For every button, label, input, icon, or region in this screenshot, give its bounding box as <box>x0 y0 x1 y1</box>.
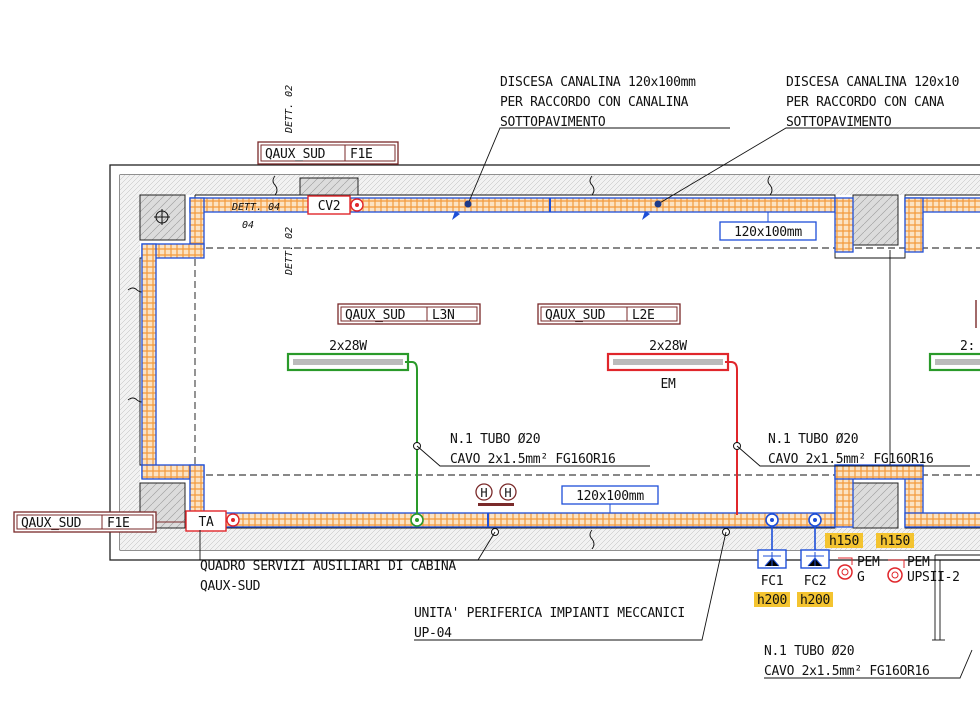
svg-text:UP-04: UP-04 <box>414 626 452 641</box>
tray-size-top: 120x100mm <box>719 212 817 241</box>
svg-text:h150: h150 <box>880 534 910 549</box>
svg-text:N.1 TUBO Ø20: N.1 TUBO Ø20 <box>768 432 858 447</box>
external-structure <box>932 554 980 641</box>
svg-text:UPSII-2: UPSII-2 <box>907 570 960 585</box>
svg-text:CAVO 2x1.5mm² FG16OR16: CAVO 2x1.5mm² FG16OR16 <box>450 452 616 467</box>
circuit-tag-left: QAUX_SUD F1E <box>13 511 186 533</box>
tube-note-1: N.1 TUBO Ø20 CAVO 2x1.5mm² FG16OR16 <box>416 432 650 467</box>
svg-text:H: H <box>480 486 487 500</box>
svg-text:QUADRO SERVIZI AUSILIARI DI CA: QUADRO SERVIZI AUSILIARI DI CABINA <box>200 559 456 574</box>
svg-text:H: H <box>504 486 511 500</box>
svg-text:N.1 TUBO Ø20: N.1 TUBO Ø20 <box>450 432 540 447</box>
circuit-tag-top: QAUX_SUD F1E <box>257 141 399 165</box>
detail-ref-02-mid: DETT. 02 <box>284 227 295 276</box>
tube-note-2: N.1 TUBO Ø20 CAVO 2x1.5mm² FG16OR16 <box>736 432 970 467</box>
svg-text:L2E: L2E <box>632 308 655 323</box>
svg-text:DISCESA CANALINA 120x10: DISCESA CANALINA 120x10 <box>786 75 959 90</box>
svg-text:F1E: F1E <box>350 147 373 162</box>
svg-text:PEM: PEM <box>857 555 880 570</box>
cable-tray-loop <box>141 197 980 529</box>
svg-text:QAUX-SUD: QAUX-SUD <box>200 579 261 594</box>
svg-text:h200: h200 <box>757 593 787 608</box>
circuit-tag-lamp2: QAUX_SUD L2E <box>537 303 681 325</box>
svg-text:DETT. 04: DETT. 04 <box>231 202 280 213</box>
svg-text:h200: h200 <box>800 593 830 608</box>
light-fixture-red-emergency: 2x28W EM <box>606 339 741 515</box>
svg-text:DETT. 02: DETT. 02 <box>284 227 295 276</box>
svg-text:2x28W: 2x28W <box>329 339 367 354</box>
svg-text:QAUX_SUD: QAUX_SUD <box>545 308 606 323</box>
circuit-tag-lamp1: QAUX_SUD L3N <box>337 303 481 325</box>
svg-text:G: G <box>857 570 865 585</box>
height-tags-h150: h150 h150 <box>825 533 914 549</box>
light-fixture-green: 2x28W <box>286 339 424 527</box>
tube-note-3: N.1 TUBO Ø20 CAVO 2x1.5mm² FG16OR16 <box>764 644 973 679</box>
svg-text:EM: EM <box>660 377 676 392</box>
svg-text:FC2: FC2 <box>804 574 827 589</box>
svg-text:F1E: F1E <box>107 516 130 531</box>
detail-ref-02-top: DETT. 02 <box>284 85 295 134</box>
svg-text:TA: TA <box>198 515 214 530</box>
light-fixture-green-partial: 2: <box>928 300 980 372</box>
svg-text:QAUX_SUD: QAUX_SUD <box>21 516 82 531</box>
svg-text:CAVO 2x1.5mm² FG16OR16: CAVO 2x1.5mm² FG16OR16 <box>764 664 930 679</box>
svg-text:2x28W: 2x28W <box>649 339 687 354</box>
svg-text:PER RACCORDO CON CANALINA: PER RACCORDO CON CANALINA <box>500 95 689 110</box>
fan-coil-1: FC1 h200 <box>754 513 790 608</box>
unit-note: UNITA' PERIFERICA IMPIANTI MECCANICI UP-… <box>414 531 727 641</box>
svg-text:DISCESA CANALINA 120x100mm: DISCESA CANALINA 120x100mm <box>500 75 696 90</box>
socket-pem-ups: PEM UPSII-2 <box>887 555 960 585</box>
svg-text:CV2: CV2 <box>318 199 341 214</box>
crosshair-icon <box>154 209 170 225</box>
socket-pem-g: PEM G <box>837 555 880 585</box>
descent-note-2: DISCESA CANALINA 120x10 PER RACCORDO CON… <box>642 75 980 465</box>
svg-text:04: 04 <box>242 220 254 231</box>
svg-text:PEM: PEM <box>907 555 930 570</box>
svg-text:h150: h150 <box>829 534 859 549</box>
svg-text:SOTTOPAVIMENTO: SOTTOPAVIMENTO <box>500 115 606 130</box>
ta-device: TA <box>185 510 240 532</box>
detail-ref-04: DETT. 04 04 <box>231 202 280 231</box>
descent-note-1: DISCESA CANALINA 120x100mm PER RACCORDO … <box>452 75 730 220</box>
svg-text:QAUX_SUD: QAUX_SUD <box>265 147 326 162</box>
hydrant-pair: H H <box>475 483 517 506</box>
svg-text:120x100mm: 120x100mm <box>576 489 644 504</box>
svg-text:CAVO 2x1.5mm² FG16OR16: CAVO 2x1.5mm² FG16OR16 <box>768 452 934 467</box>
tray-size-bottom: 120x100mm <box>561 485 659 513</box>
svg-text:PER RACCORDO CON CANA: PER RACCORDO CON CANA <box>786 95 945 110</box>
svg-text:FC1: FC1 <box>761 574 784 589</box>
svg-text:N.1 TUBO Ø20: N.1 TUBO Ø20 <box>764 644 854 659</box>
svg-text:2:: 2: <box>960 339 975 354</box>
panel-note: QUADRO SERVIZI AUSILIARI DI CABINA QAUX-… <box>199 530 496 594</box>
svg-text:QAUX_SUD: QAUX_SUD <box>345 308 406 323</box>
cv2-device: CV2 <box>307 195 364 215</box>
svg-text:SOTTOPAVIMENTO: SOTTOPAVIMENTO <box>786 115 892 130</box>
building-walls <box>109 164 980 561</box>
svg-text:UNITA' PERIFERICA IMPIANTI MEC: UNITA' PERIFERICA IMPIANTI MECCANICI <box>414 606 685 621</box>
svg-text:120x100mm: 120x100mm <box>734 225 802 240</box>
svg-text:DETT. 02: DETT. 02 <box>284 85 295 134</box>
fan-coil-2: FC2 h200 <box>797 513 833 608</box>
svg-text:L3N: L3N <box>432 308 455 323</box>
